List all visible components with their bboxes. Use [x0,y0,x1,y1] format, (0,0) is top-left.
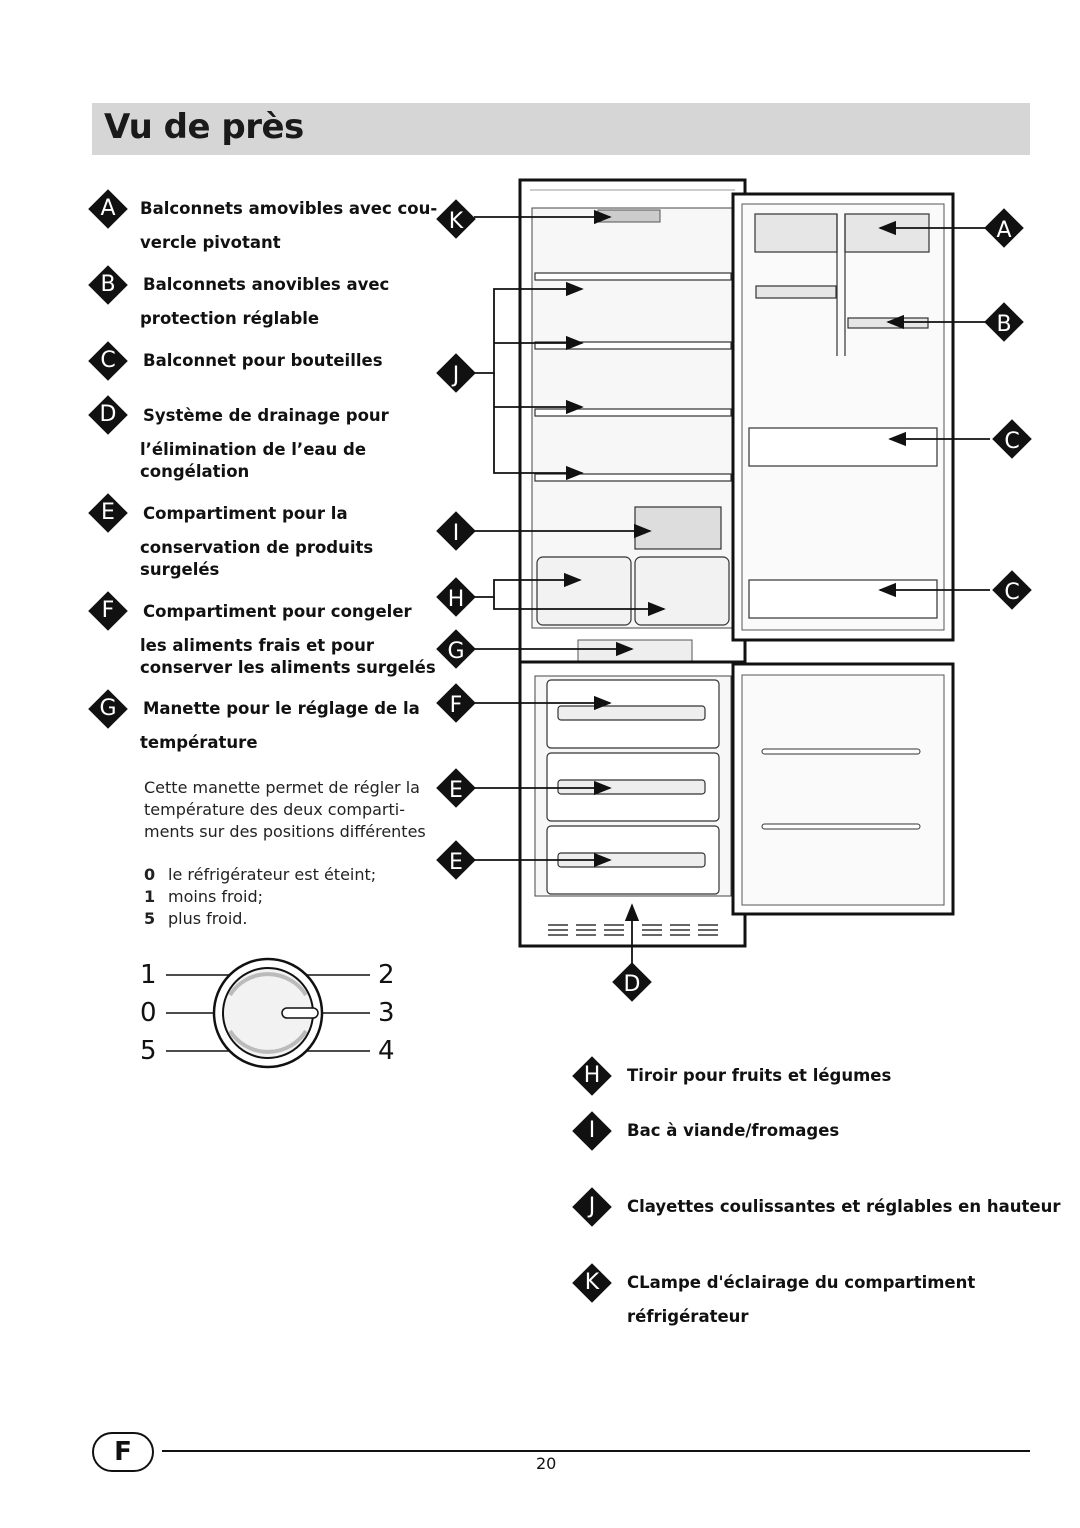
thermostat-dial-figure [166,957,370,1069]
position-row: 5 plus froid. [144,908,376,930]
fridge-shelves [534,272,732,482]
legend-text: Compartiment pour congeler [143,602,412,621]
legend-text: l’élimination de l’eau de [140,440,367,459]
badge-label: F [450,693,463,718]
legend-text: température [140,733,258,752]
badge-letter: A [100,196,116,221]
legend-text: congélation [140,462,250,481]
badge-letter: H [583,1063,601,1088]
legend-text: surgelés [140,560,220,579]
page-number: 20 [536,1454,557,1473]
badge-letter: K [584,1270,600,1295]
positions-list: 0 le réfrigérateur est éteint; 1 moins fro… [144,864,376,930]
legend-text: Manette pour le réglage de la [143,699,420,718]
legend-text: les aliments frais et pour [140,636,374,655]
legend-text: Clayettes coulissantes et réglables en h… [627,1197,1061,1216]
fridge-diagram: K J I H G F E E A B C C D [436,178,1032,1002]
position-row: 0 le réfrigérateur est éteint; [144,864,376,886]
footer-divider [162,1450,1030,1452]
page-title: Vu de près [104,107,304,147]
position-num: 0 [144,865,156,884]
legend-text: vercle pivotant [140,233,281,252]
legend-text: CLampe d'éclairage du compartiment [627,1273,976,1292]
position-num: 1 [144,887,156,906]
badge-label: D [624,972,641,997]
crisper-right [634,556,730,626]
legend-text: Balconnets anovibles avec [143,275,390,294]
badge-letter: C [100,348,116,373]
badge-label: B [996,312,1011,337]
badge-label: C [1004,429,1019,454]
badge-letter: J [588,1194,596,1219]
dial-indicator-icon [281,1007,319,1019]
dial-number: 5 [140,1036,157,1066]
position-text: moins froid; [168,887,264,906]
dial-number: 0 [140,998,157,1028]
position-text: le réfrigérateur est éteint; [168,865,377,884]
dial-number: 4 [378,1036,395,1066]
meat-bin [634,506,722,550]
dial-number: 2 [378,960,395,990]
badge-label: E [449,778,463,803]
legend-text: Système de drainage pour [143,406,389,425]
dial-number: 1 [140,960,157,990]
badge-label: H [448,587,465,612]
badge-letter: D [99,402,117,427]
badge-letter: I [588,1118,596,1143]
position-num: 5 [144,909,156,928]
vent-grill [548,924,718,936]
legend-text: Balconnet pour bouteilles [143,351,383,370]
legend-text: Tiroir pour fruits et légumes [627,1066,892,1085]
badge-letter: B [100,272,116,297]
diagram-badges: K J I H G F E E A B C C D [436,199,1032,1002]
badge-label: J [451,363,460,388]
position-row: 1 moins froid; [144,886,376,908]
badge-label: A [996,218,1011,243]
badge-label: E [449,850,463,875]
badge-letter: F [101,598,115,623]
badge-label: I [453,521,460,546]
legend-text: Balconnets amovibles avec cou- [140,199,438,218]
position-text: plus froid. [168,909,248,928]
note-line: température des deux comparti- [144,800,405,819]
legend-text: Bac à viande/fromages [627,1121,840,1140]
legend-text: protection réglable [140,309,320,328]
badge-letter: G [99,696,117,721]
legend-text: réfrigérateur [627,1307,749,1326]
callout-arrows [474,209,990,968]
note-line: Cette manette permet de régler la [144,778,420,797]
crisper-left [536,556,632,626]
freezer-drawers [546,679,720,895]
badge-label: G [447,639,464,664]
legend-text: conserver les aliments surgelés [140,658,436,677]
title-bar: Vu de près [92,103,1030,155]
dial-number: 3 [378,998,395,1028]
note-line: ments sur des positions différentes [144,822,426,841]
language-badge: F [92,1432,154,1472]
control-panel [577,639,693,663]
badge-label: K [449,209,464,234]
badge-label: C [1004,580,1019,605]
legend-text: conservation de produits [140,538,374,557]
legend-text: Compartiment pour la [143,504,348,523]
thermostat-note: Cette manette permet de régler la tempér… [144,777,426,843]
badge-letter: E [101,500,115,525]
